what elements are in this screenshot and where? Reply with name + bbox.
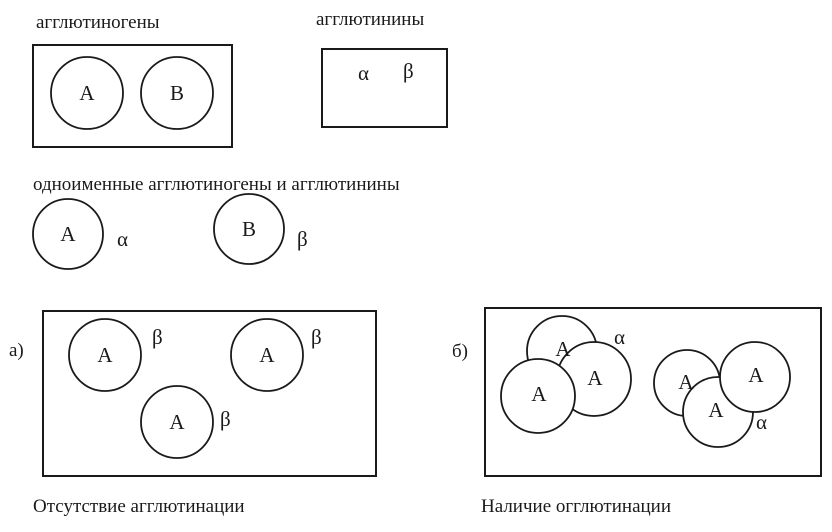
case-a-beta-3: β — [220, 407, 231, 431]
case-a-cell-1-label: A — [97, 343, 113, 367]
agglutinogen-b-label: B — [170, 81, 184, 105]
case-b-cluster2-alpha: α — [756, 410, 767, 434]
same-name-beta: β — [297, 227, 308, 251]
case-a-cell-1 — [68, 318, 142, 392]
case-b-cluster2-cell-3 — [719, 341, 791, 413]
case-b-cluster1-cell-3 — [500, 358, 576, 434]
case-a-marker: а) — [9, 340, 24, 361]
case-a-caption: Отсутствие агглютинации — [33, 496, 245, 517]
agglutinogen-b-cell — [140, 56, 214, 130]
agglutinins-title: агглютинины — [316, 9, 424, 30]
same-name-title: одноименные агглютиногены и агглютинины — [33, 174, 400, 195]
same-name-b-label: B — [242, 217, 256, 241]
same-name-b-cell — [213, 193, 285, 265]
agglutinogen-a-cell — [50, 56, 124, 130]
case-b-cluster2-label-3: A — [748, 363, 764, 387]
same-name-a-cell — [32, 198, 104, 270]
agglutinin-alpha: α — [358, 61, 369, 85]
case-a-cell-2 — [230, 318, 304, 392]
case-b-marker: б) — [452, 341, 468, 362]
agglutinogen-a-label: A — [79, 81, 95, 105]
case-a-cell-2-label: A — [259, 343, 275, 367]
case-a-cell-3-label: A — [169, 410, 185, 434]
case-b-cluster1-label-1: A — [555, 337, 571, 361]
case-a-cell-3 — [140, 385, 214, 459]
case-b-cluster2-label-1: A — [678, 370, 694, 394]
same-name-a-label: A — [60, 222, 76, 246]
case-a-beta-1: β — [152, 325, 163, 349]
case-a-beta-2: β — [311, 325, 322, 349]
case-b-cluster1-label-3: A — [531, 382, 547, 406]
case-b-caption: Наличие огглютинации — [481, 496, 671, 517]
case-b-cluster1-label-2: A — [587, 366, 603, 390]
agglutinins-panel — [321, 48, 448, 128]
same-name-alpha: α — [117, 227, 128, 251]
case-b-cluster2-label-2: A — [708, 398, 724, 422]
case-b-cluster1-alpha: α — [614, 325, 625, 349]
agglutinogens-title: агглютиногены — [36, 12, 160, 33]
agglutinin-beta: β — [403, 59, 414, 83]
